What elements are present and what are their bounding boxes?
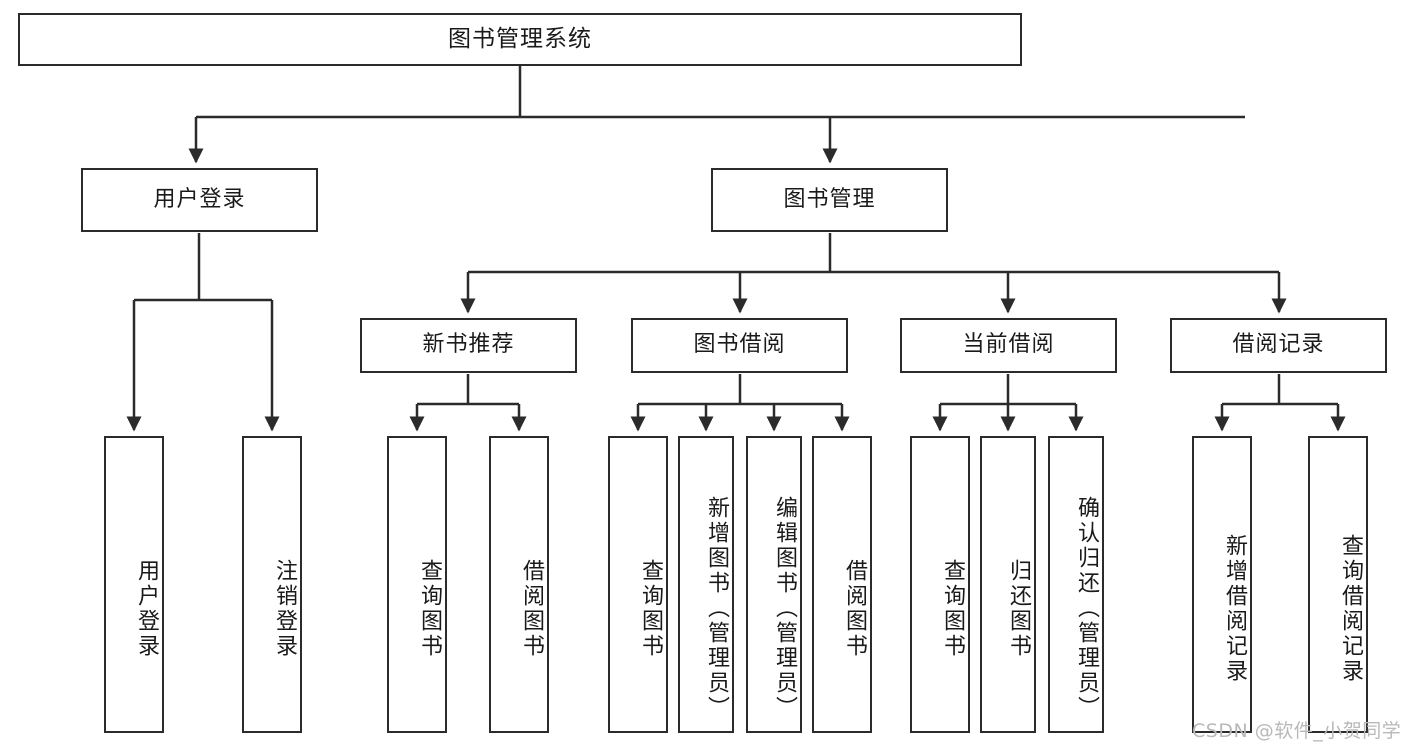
leaf-confirm-return-admin[interactable]: 确认归还（管理员） <box>1048 436 1104 733</box>
leaf-query-borrow-record[interactable]: 查询借阅记录 <box>1308 436 1368 733</box>
leaf-add-borrow-record[interactable]: 新增借阅记录 <box>1192 436 1252 733</box>
node-root-system[interactable]: 图书管理系统 <box>18 13 1022 66</box>
leaf-logout[interactable]: 注销登录 <box>242 436 302 733</box>
node-current-borrow[interactable]: 当前借阅 <box>900 318 1117 373</box>
leaf-add-book-admin[interactable]: 新增图书（管理员） <box>678 436 734 733</box>
node-book-management[interactable]: 图书管理 <box>711 168 948 232</box>
node-book-borrow[interactable]: 图书借阅 <box>631 318 848 373</box>
leaf-borrow-book-recommend[interactable]: 借阅图书 <box>489 436 549 733</box>
leaf-query-book-recommend[interactable]: 查询图书 <box>387 436 447 733</box>
leaf-return-book[interactable]: 归还图书 <box>980 436 1036 733</box>
node-new-book-recommend[interactable]: 新书推荐 <box>360 318 577 373</box>
leaf-user-login[interactable]: 用户登录 <box>104 436 164 733</box>
leaf-borrow-book[interactable]: 借阅图书 <box>812 436 872 733</box>
node-user-login[interactable]: 用户登录 <box>81 168 318 232</box>
node-borrow-record[interactable]: 借阅记录 <box>1170 318 1387 373</box>
leaf-edit-book-admin[interactable]: 编辑图书（管理员） <box>746 436 802 733</box>
leaf-query-book-current[interactable]: 查询图书 <box>910 436 970 733</box>
csdn-watermark: CSDN @软件_小贺同学 <box>1192 720 1402 742</box>
leaf-query-book-borrow[interactable]: 查询图书 <box>608 436 668 733</box>
